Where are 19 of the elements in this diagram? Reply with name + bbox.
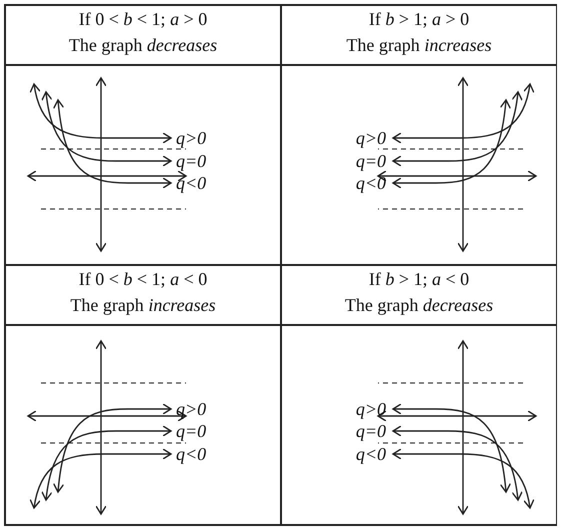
curve-label: q=0 xyxy=(356,421,386,441)
behaviour-text: The graph decreases xyxy=(344,294,494,317)
behaviour-text: The graph increases xyxy=(69,294,217,317)
curve-label: q>0 xyxy=(356,399,386,419)
curve-label: q<0 xyxy=(176,173,206,193)
condition-text: If b > 1; a > 0 xyxy=(368,8,470,31)
condition-text: If 0 < b < 1; a < 0 xyxy=(78,268,208,291)
curve-label: q=0 xyxy=(176,421,206,441)
behaviour-text: The graph decreases xyxy=(68,34,218,57)
curve-label: q<0 xyxy=(356,444,386,464)
curve-label: q<0 xyxy=(176,444,206,464)
curve-label: q>0 xyxy=(176,128,206,148)
curve-label: q=0 xyxy=(176,151,206,171)
curve-label: q<0 xyxy=(356,173,386,193)
behaviour-text: The graph increases xyxy=(345,34,493,57)
curve-label: q=0 xyxy=(356,151,386,171)
curve-label: q>0 xyxy=(356,128,386,148)
condition-text: If 0 < b < 1; a > 0 xyxy=(78,8,208,31)
condition-text: If b > 1; a < 0 xyxy=(368,268,470,291)
